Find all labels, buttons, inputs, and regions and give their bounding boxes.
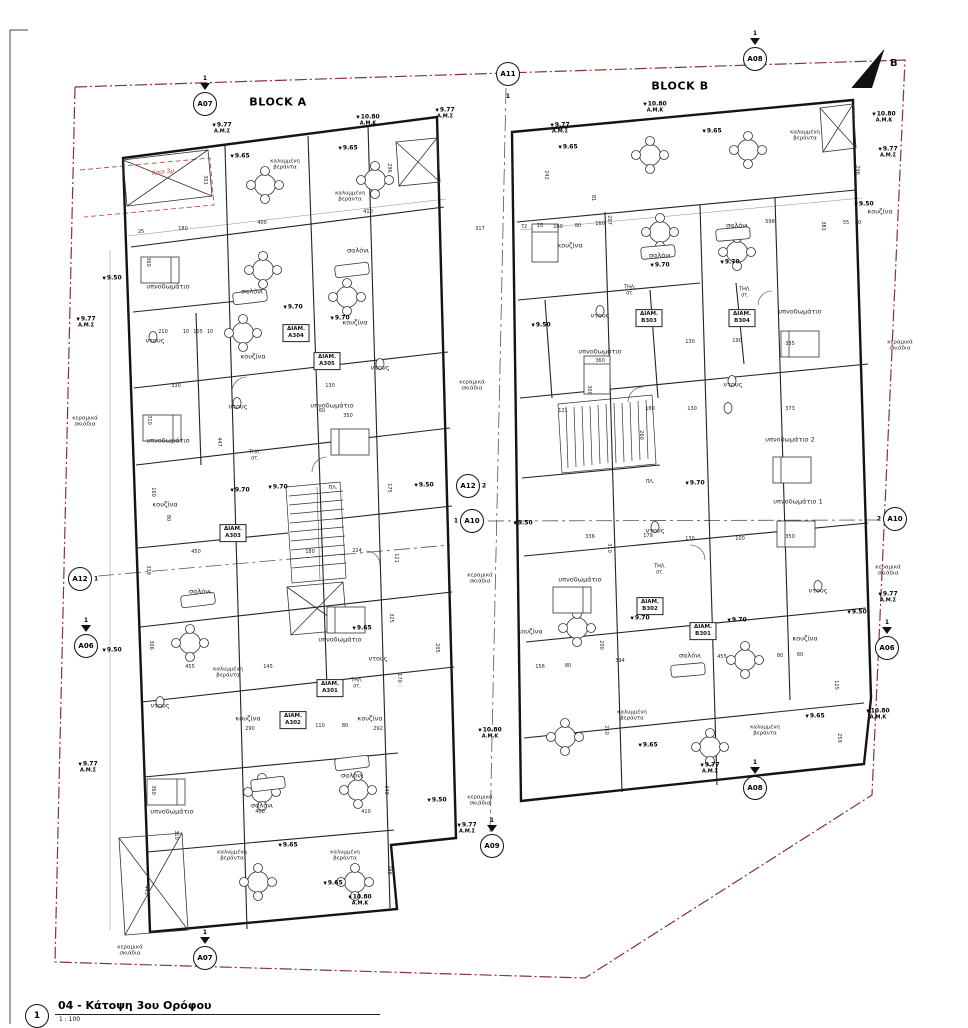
sheet-frame [9,29,28,1024]
block-a-outline [121,115,458,934]
dimension-lines [109,197,863,930]
drawing-scale: 1 : 100 [59,1016,81,1023]
setback-line [79,157,215,218]
north-label: Β [890,58,898,69]
drawing-title: 04 - Κάτοψη 3ου Ορόφου [58,999,212,1012]
block-b-outline [510,98,873,803]
north-arrow: Β [851,49,898,89]
block-a-walls [130,124,455,930]
section-lines [97,87,879,833]
detail-number-bubble: 1 [25,1004,49,1028]
title-underline [55,1014,380,1015]
hatched-areas [118,103,857,936]
block-b-walls [516,189,869,793]
door-swings [231,290,773,566]
property-boundary [54,59,906,979]
stairs-block-a [285,481,347,584]
stairs-block-b [557,394,657,474]
